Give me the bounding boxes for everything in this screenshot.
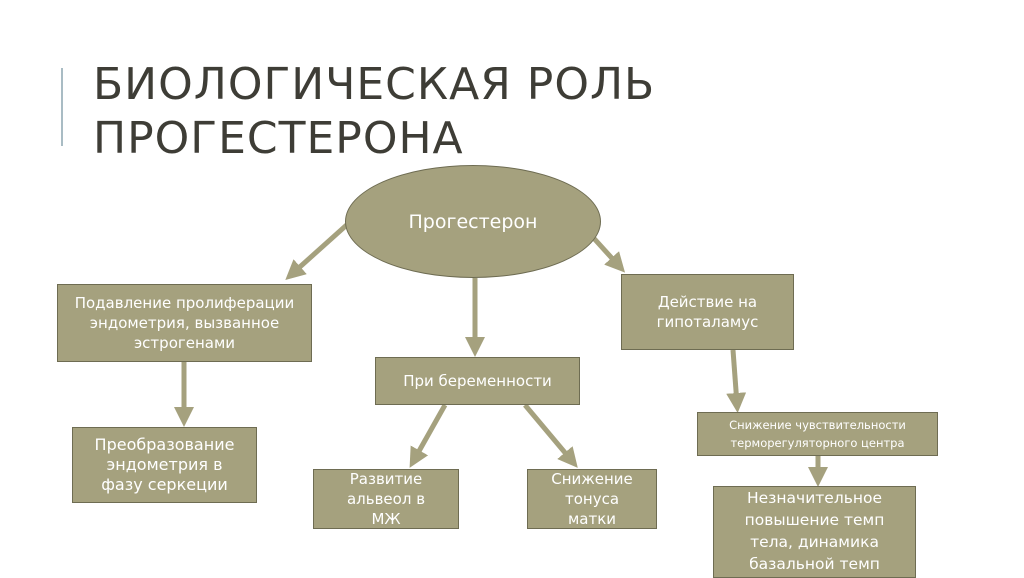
node-transformation: Преобразование эндометрия в фазу серкеци… — [72, 427, 257, 503]
title-line-2: ПРОГЕСТЕРОНА — [93, 113, 464, 164]
arrow-hypothalamus-to-sensitivity — [726, 349, 747, 413]
arrow-pregnancy-to-alveoli — [409, 403, 448, 468]
node-temperature: Незначительное повышение темп тела, дина… — [713, 486, 916, 578]
title-line-1: БИОЛОГИЧЕСКАЯ РОЛЬ — [93, 59, 656, 110]
arrow-pregnancy-to-tone — [523, 403, 578, 468]
node-sensitivity: Снижение чувствительности терморегулятор… — [697, 412, 938, 456]
node-tone-label: Снижение тонуса матки — [551, 470, 633, 528]
node-suppression: Подавление пролиферации эндометрия, вызв… — [57, 284, 312, 362]
root-label: Прогестерон — [408, 210, 538, 233]
node-hypothalamus: Действие на гипоталамус — [621, 274, 794, 350]
slide-title: БИОЛОГИЧЕСКАЯ РОЛЬ ПРОГЕСТЕРОНА — [93, 58, 655, 166]
node-pregnancy: При беременности — [375, 357, 580, 405]
arrow-root-to-suppression — [285, 220, 352, 281]
node-suppression-label: Подавление пролиферации эндометрия, вызв… — [74, 294, 295, 352]
root-node-progesterone: Прогестерон — [345, 165, 601, 278]
node-hypothalamus-label: Действие на гипоталамус — [656, 293, 759, 331]
node-alveoli: Развитие альвеол в МЖ — [313, 469, 459, 529]
node-uterine-tone: Снижение тонуса матки — [527, 469, 657, 529]
node-pregnancy-label: При беременности — [403, 372, 552, 390]
accent-line — [61, 68, 63, 146]
node-transformation-label: Преобразование эндометрия в фазу серкеци… — [94, 435, 235, 494]
node-sensitivity-label: Снижение чувствительности терморегулятор… — [729, 418, 906, 450]
node-alveoli-label: Развитие альвеол в МЖ — [346, 470, 426, 528]
node-temperature-label: Незначительное повышение темп тела, дина… — [744, 489, 885, 573]
